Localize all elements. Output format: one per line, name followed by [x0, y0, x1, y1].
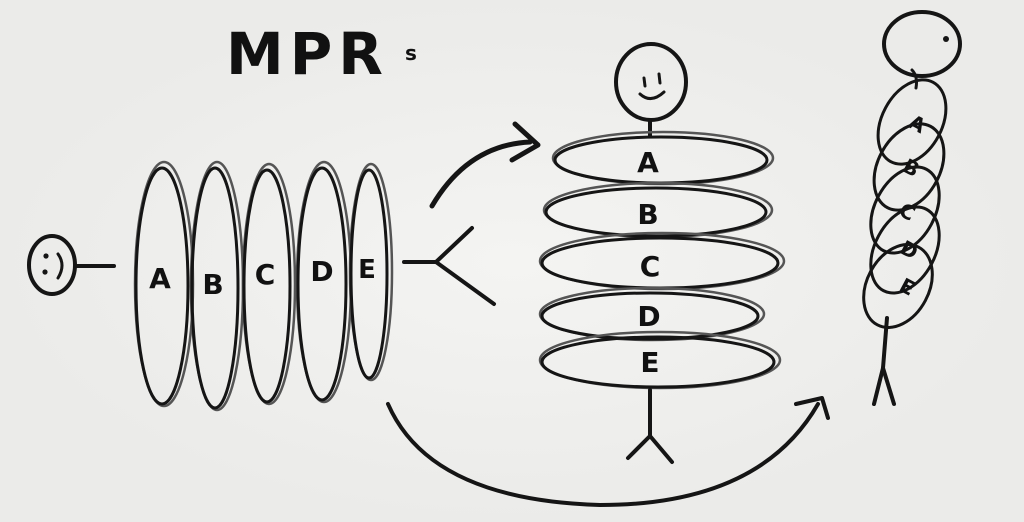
- stick-figure-legs-horizontal: [402, 226, 496, 306]
- stick-figure-icon-middle: [614, 42, 688, 138]
- horizontal-ellipse-d: D: [538, 286, 766, 342]
- title-suffix: s: [405, 41, 417, 65]
- stack-label-a: A: [637, 146, 659, 179]
- layer-label-d: D: [310, 255, 333, 288]
- vertical-stack-group: A B C D E: [538, 42, 786, 464]
- horizontal-ellipse-e: E: [538, 330, 782, 390]
- layer-label-a: A: [149, 262, 171, 295]
- horizontal-layer-group: A B C D E: [27, 160, 496, 412]
- layer-label-c: C: [255, 258, 276, 291]
- curved-arrow-icon-top: [429, 121, 541, 209]
- vertical-ellipse-e: E: [348, 162, 394, 382]
- stack-label-c: C: [640, 250, 661, 283]
- vertical-ellipse-c: C: [241, 162, 297, 406]
- curved-arrow-icon-bottom: [386, 396, 830, 507]
- stick-figure-icon-right: [882, 10, 962, 90]
- stick-figure-legs-right: [872, 316, 896, 406]
- diagram-title: MPR s: [226, 20, 417, 88]
- layer-label-b: B: [202, 268, 223, 301]
- stack-label-b: B: [637, 198, 658, 231]
- stick-figure-legs-middle: [626, 388, 674, 464]
- stack-label-d: D: [637, 300, 660, 333]
- title-text: MPR: [226, 20, 389, 88]
- layer-label-e: E: [358, 255, 376, 285]
- stack-label-e: E: [640, 346, 659, 379]
